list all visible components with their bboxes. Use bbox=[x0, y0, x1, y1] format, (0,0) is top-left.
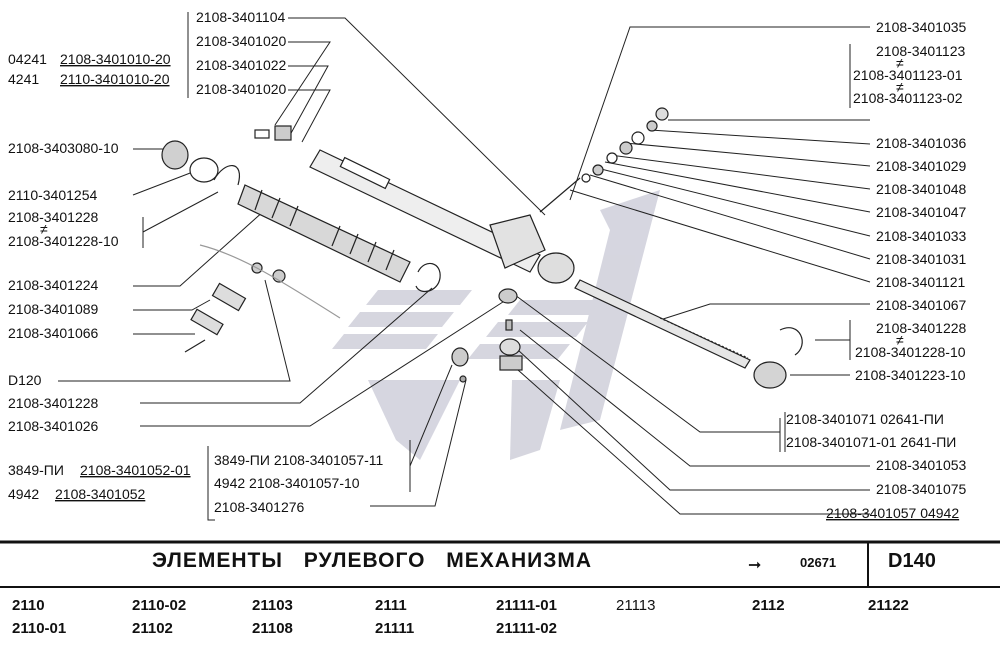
label-2108-3401057-11: 3849-ПИ 2108-3401057-11 bbox=[214, 452, 384, 468]
label-2108-3401035: 2108-3401035 bbox=[876, 19, 967, 35]
bellows-boot bbox=[237, 184, 411, 283]
label-2108-3401020-b: 2108-3401020 bbox=[196, 81, 287, 97]
model-item: 21103 bbox=[252, 597, 293, 614]
not-equal-sign-r1: ≠ bbox=[896, 55, 904, 71]
label-var-4241-code: 4241 bbox=[8, 71, 39, 87]
reference-number[interactable]: 02671 bbox=[800, 555, 837, 570]
not-equal-sign-r2: ≠ bbox=[896, 79, 904, 95]
not-equal-sign-r3: ≠ bbox=[896, 332, 904, 348]
model-item: 21122 bbox=[868, 597, 909, 614]
label-brackets bbox=[187, 12, 851, 521]
label-2108-3401057: 2108-3401057 04942 bbox=[826, 505, 959, 521]
parts-drawing bbox=[161, 107, 803, 389]
label-2108-3401228-10: 2108-3401228-10 bbox=[8, 233, 119, 249]
label-2108-3401010-20: 2108-3401010-20 bbox=[60, 51, 171, 67]
label-2108-3401121: 2108-3401121 bbox=[876, 274, 965, 290]
label-2108-3401047: 2108-3401047 bbox=[876, 204, 967, 220]
label-2108-3401228-r: 2108-3401228 bbox=[876, 320, 967, 336]
title-divider bbox=[867, 543, 869, 587]
part-labels: 04241 2108-3401010-20 4241 2110-3401010-… bbox=[8, 9, 967, 521]
label-2108-3401071-01: 2108-3401071-01 2641-ПИ bbox=[786, 434, 956, 450]
label-var-04241-code: 04241 bbox=[8, 51, 47, 67]
label-2108-3401123-01: 2108-3401123-01 bbox=[853, 67, 963, 83]
label-2108-3401022: 2108-3401022 bbox=[196, 57, 287, 73]
label-2110-3401010-20: 2110-3401010-20 bbox=[60, 71, 170, 87]
label-2110-3401254: 2110-3401254 bbox=[8, 187, 97, 203]
label-2108-3401223-10: 2108-3401223-10 bbox=[855, 367, 966, 383]
label-2108-3401031: 2108-3401031 bbox=[876, 251, 967, 267]
label-var-3849-code: 3849-ПИ bbox=[8, 462, 64, 478]
page-code: D140 bbox=[888, 550, 936, 572]
label-d120: D120 bbox=[8, 372, 42, 388]
label-2108-3401066: 2108-3401066 bbox=[8, 325, 99, 341]
label-var-4942-code: 4942 bbox=[8, 486, 39, 502]
label-2108-3401228-10-r: 2108-3401228-10 bbox=[855, 344, 966, 360]
label-2108-3401033: 2108-3401033 bbox=[876, 228, 967, 244]
label-2108-3401036: 2108-3401036 bbox=[876, 135, 967, 151]
label-2108-3401123-02: 2108-3401123-02 bbox=[853, 90, 963, 106]
label-2108-3401067: 2108-3401067 bbox=[876, 297, 967, 313]
label-2108-3401048: 2108-3401048 bbox=[876, 181, 967, 197]
model-item: 2112 bbox=[752, 597, 785, 614]
label-2108-3403080-10: 2108-3403080-10 bbox=[8, 140, 119, 156]
label-2108-3401052-01: 2108-3401052-01 bbox=[80, 462, 191, 478]
model-item: 2110-01 bbox=[12, 620, 67, 637]
label-2108-3401075: 2108-3401075 bbox=[876, 481, 967, 497]
model-item: 21111-02 bbox=[496, 620, 557, 637]
label-2108-3401089: 2108-3401089 bbox=[8, 301, 99, 317]
page-title: ЭЛЕМЕНТЫ РУЛЕВОГО МЕХАНИЗМА bbox=[152, 549, 593, 572]
label-2108-3401276: 2108-3401276 bbox=[214, 499, 305, 515]
label-2108-3401228: 2108-3401228 bbox=[8, 209, 99, 225]
label-2108-3401228-c: 2108-3401228 bbox=[8, 395, 99, 411]
label-2108-3401057-10: 4942 2108-3401057-10 bbox=[214, 475, 360, 491]
model-item: 21111-01 bbox=[496, 597, 557, 614]
model-item: 21102 bbox=[132, 620, 173, 637]
model-item: 21108 bbox=[252, 620, 293, 637]
model-item: 21113 bbox=[616, 597, 656, 614]
label-2108-3401029: 2108-3401029 bbox=[876, 158, 967, 174]
title-table-frame bbox=[0, 540, 1000, 588]
label-2108-3401053: 2108-3401053 bbox=[876, 457, 967, 473]
model-item: 21111 bbox=[375, 620, 415, 637]
label-2108-3401020-a: 2108-3401020 bbox=[196, 33, 287, 49]
label-2108-3401071: 2108-3401071 02641-ПИ bbox=[786, 411, 944, 427]
label-2108-3401052: 2108-3401052 bbox=[55, 486, 146, 502]
not-equal-sign: ≠ bbox=[40, 221, 48, 237]
label-2108-3401224: 2108-3401224 bbox=[8, 277, 99, 293]
arrow-icon: ➞ bbox=[748, 557, 762, 574]
model-item: 2110 bbox=[12, 597, 45, 614]
label-2108-3401026: 2108-3401026 bbox=[8, 418, 99, 434]
label-2108-3401104: 2108-3401104 bbox=[196, 9, 285, 25]
leader-lines bbox=[58, 17, 871, 515]
model-item: 2111 bbox=[375, 597, 407, 614]
model-item: 2110-02 bbox=[132, 597, 187, 614]
label-2108-3401123: 2108-3401123 bbox=[876, 43, 965, 59]
